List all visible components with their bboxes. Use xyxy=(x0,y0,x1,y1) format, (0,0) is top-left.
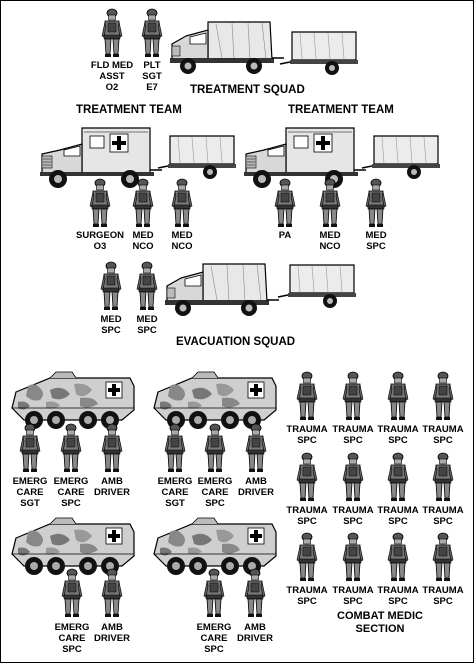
amb-driver-figure-3 xyxy=(101,568,123,618)
pa-label: PA xyxy=(278,230,292,241)
amb-driver-figure-4 xyxy=(244,568,266,618)
amb-driver-figure-1 xyxy=(101,423,123,473)
treatment-team-right-ambulance xyxy=(243,127,367,189)
trauma-spc-figure-4 xyxy=(432,371,454,421)
treatment-squad-trailer xyxy=(279,31,359,76)
fld-med-asst-figure xyxy=(101,8,123,58)
trauma-spc-figure-6 xyxy=(342,452,364,502)
treatment-team-left-trailer xyxy=(157,135,237,180)
evacuation-squad-trailer xyxy=(277,264,357,309)
amb-driver-figure-2 xyxy=(245,423,267,473)
stryker-top-left xyxy=(11,371,135,430)
med-nco-figure-1 xyxy=(132,178,154,228)
emerg-care-spc-figure-1 xyxy=(60,423,82,473)
evac-med-spc-figure-2 xyxy=(136,261,158,311)
evac-med-spc-figure-1 xyxy=(100,261,122,311)
treatment-team-right-trailer xyxy=(361,135,441,180)
stryker-bottom-right xyxy=(153,517,277,576)
plt-sgt-figure xyxy=(141,8,163,58)
evacuation-squad-truck xyxy=(164,263,280,317)
trauma-spc-figure-11 xyxy=(387,532,409,582)
trauma-spc-figure-1 xyxy=(296,371,318,421)
treatment-squad-truck xyxy=(169,21,285,75)
emerg-care-sgt-figure-1 xyxy=(19,423,41,473)
trauma-spc-figure-8 xyxy=(432,452,454,502)
trauma-spc-figure-10 xyxy=(342,532,364,582)
emerg-care-sgt-figure-2 xyxy=(164,423,186,473)
med-spc-figure-1 xyxy=(365,178,387,228)
emerg-care-spc-figure-4 xyxy=(203,568,225,618)
trauma-spc-figure-7 xyxy=(387,452,409,502)
trauma-spc-figure-3 xyxy=(387,371,409,421)
trauma-spc-figure-9 xyxy=(296,532,318,582)
emerg-care-spc-figure-3 xyxy=(61,568,83,618)
treatment-squad-title: TREATMENT SQUAD xyxy=(190,84,305,96)
med-nco-figure-2 xyxy=(171,178,193,228)
trauma-spc-figure-12 xyxy=(432,532,454,582)
treatment-team-right-title: TREATMENT TEAM xyxy=(288,104,394,116)
treatment-team-left-title: TREATMENT TEAM xyxy=(76,104,182,116)
stryker-bottom-left xyxy=(11,517,135,576)
surgeon-figure xyxy=(89,178,111,228)
evacuation-squad-title: EVACUATION SQUAD xyxy=(176,336,296,348)
trauma-spc-figure-2 xyxy=(342,371,364,421)
stryker-top-right xyxy=(153,371,277,430)
emerg-care-spc-figure-2 xyxy=(204,423,226,473)
trauma-spc-figure-5 xyxy=(296,452,318,502)
pa-figure xyxy=(274,178,296,228)
